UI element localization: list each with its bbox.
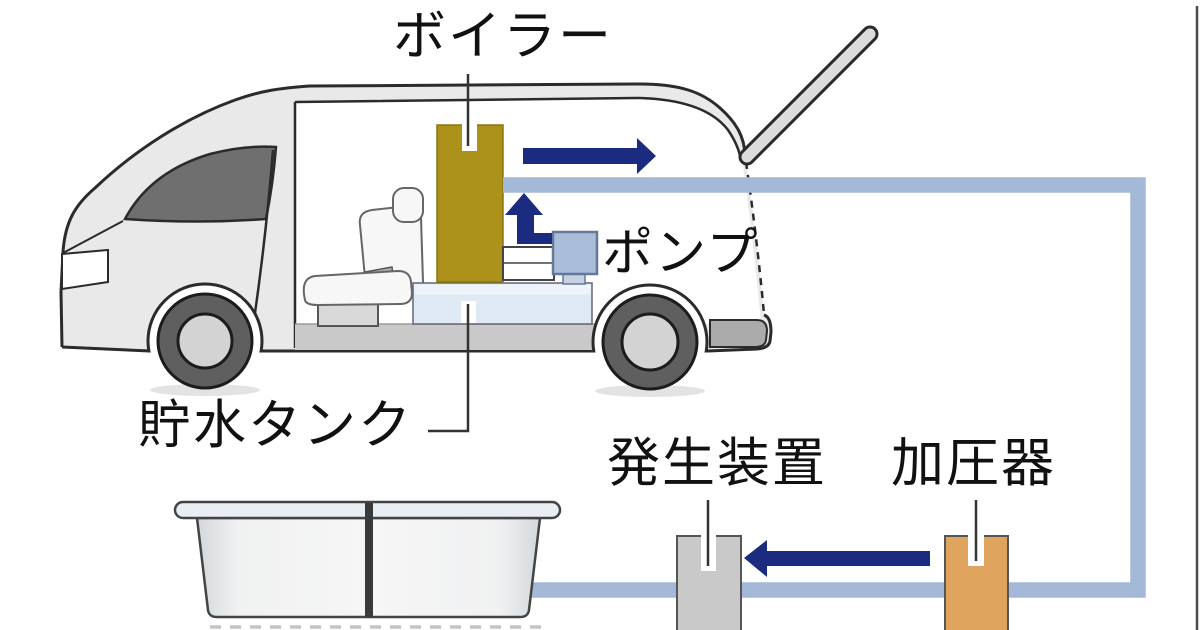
pressurizer-label: 加圧器 [891, 434, 1056, 493]
boiler-leader-notch [462, 124, 477, 151]
roof-inner-line [294, 96, 743, 162]
van-outline-top [59, 82, 748, 348]
rear-hub [620, 312, 680, 372]
pump-body [551, 230, 599, 276]
driver-seat [302, 187, 425, 327]
van-illustration [59, 25, 879, 403]
front-hub [176, 312, 234, 370]
water-tank-box [412, 282, 593, 325]
rear-hatch-door [738, 25, 879, 166]
boiler-box [436, 124, 504, 283]
rear-wheel-shadow [595, 385, 705, 397]
circulation-pipe [503, 177, 1146, 598]
van-outline-bottom [61, 313, 773, 353]
front-wheel [142, 282, 268, 403]
front-wheel-shadow [150, 384, 260, 396]
pump-label: ポンプ [602, 224, 760, 281]
windshield [122, 145, 278, 223]
tank-leader-line [428, 304, 470, 433]
steam-flow-arrow-right [523, 138, 656, 174]
pump-box [551, 230, 599, 285]
headlight-band [61, 248, 109, 291]
pump-flow-arrow-up [505, 193, 552, 244]
hood-line [62, 220, 124, 254]
seat-headrest [392, 187, 424, 223]
boiler-pump-pipe [502, 246, 555, 281]
tub-divider [365, 503, 373, 617]
boiler-label: ボイラー [393, 7, 613, 66]
generator-label: 発生装置 [607, 434, 827, 493]
seat-cushion [302, 269, 414, 307]
bathtub [173, 500, 562, 629]
rear-wheel [587, 283, 713, 403]
water-flow-arrow-left [744, 540, 930, 577]
rear-bumper [709, 319, 769, 348]
water-tank-label: 貯水タンク [138, 396, 413, 455]
seat-base [317, 303, 379, 327]
